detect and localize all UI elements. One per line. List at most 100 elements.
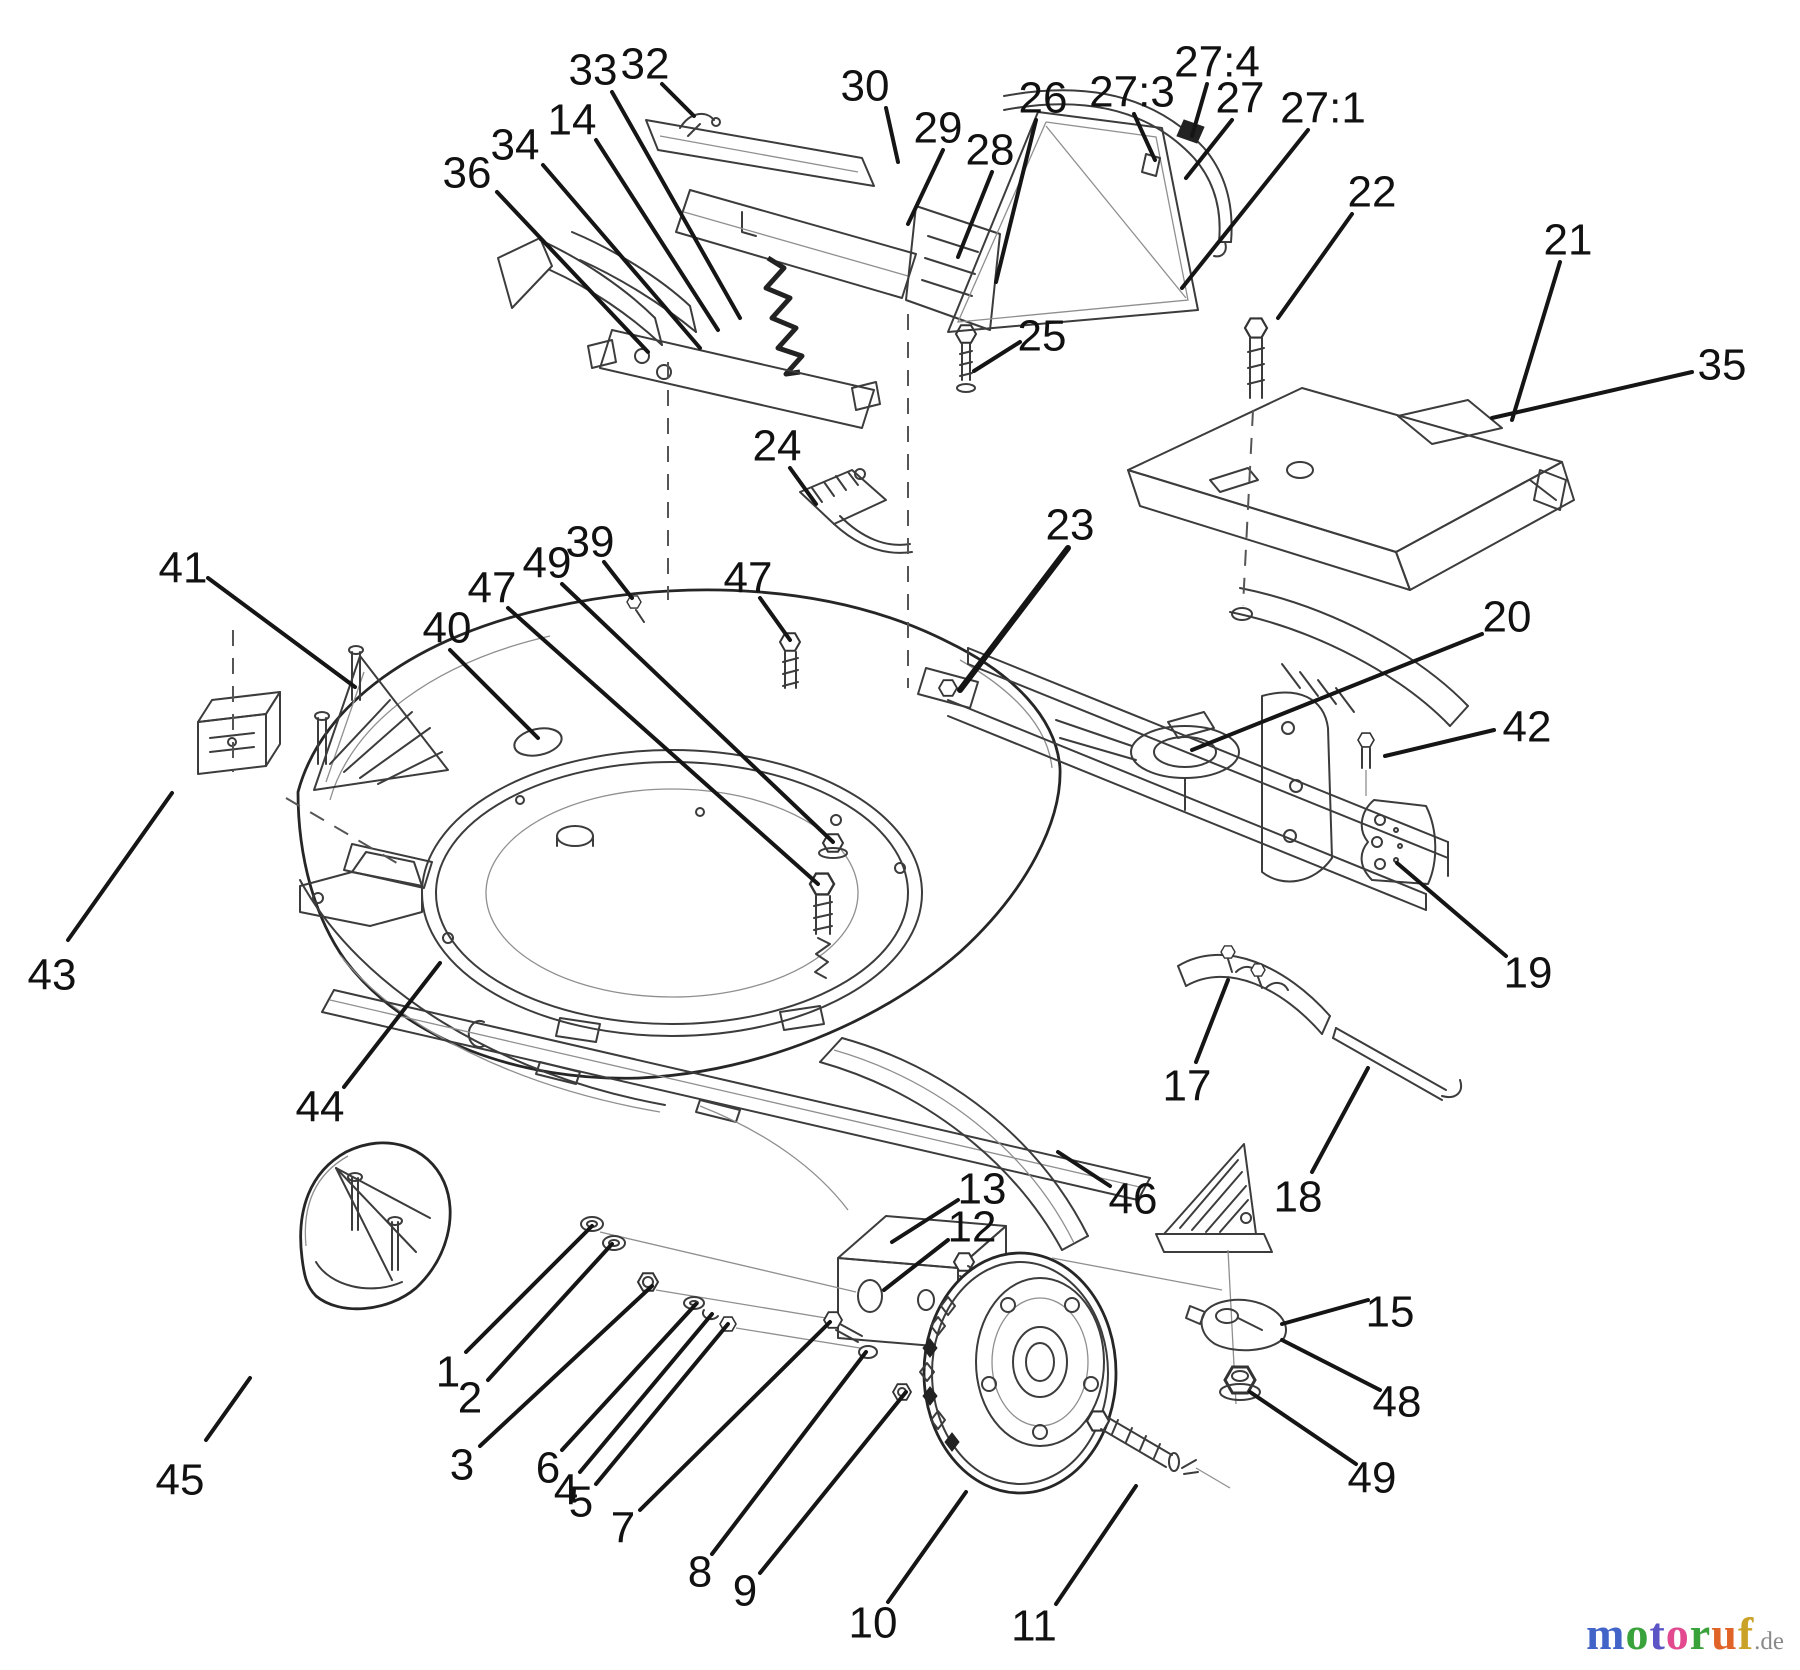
part-label-43: 43 xyxy=(28,951,77,1000)
support-strut xyxy=(1155,1143,1273,1253)
left-parts xyxy=(197,645,449,927)
handle-chute-assembly xyxy=(497,112,1001,623)
rear-frame xyxy=(947,587,1469,911)
leader-line-47-left xyxy=(506,606,820,886)
part-label-28: 28 xyxy=(966,126,1015,175)
motoruf-logo: motoruf.de xyxy=(1586,1607,1784,1660)
rear-cover xyxy=(1127,317,1575,621)
logo-letters: motoruf xyxy=(1586,1608,1754,1659)
part-label-27: 27 xyxy=(1216,74,1265,123)
part-label-27-3: 27:3 xyxy=(1089,68,1175,117)
leader-line-18 xyxy=(1310,1066,1370,1174)
leader-line-24 xyxy=(788,466,818,506)
part-label-27-4: 27:4 xyxy=(1174,38,1260,87)
leader-line-11 xyxy=(1054,1484,1138,1606)
part-label-47-left: 47 xyxy=(468,564,517,613)
side-plate xyxy=(1261,691,1333,883)
cable-clip xyxy=(679,112,721,137)
leader-line-6 xyxy=(560,1302,698,1452)
part-label-20: 20 xyxy=(1483,593,1532,642)
part-label-32: 32 xyxy=(621,40,670,89)
leader-line-15 xyxy=(1280,1298,1370,1326)
blade-ring xyxy=(421,749,923,1037)
part-label-34: 34 xyxy=(491,121,540,170)
handle-clip xyxy=(1141,153,1161,177)
axle-bolt xyxy=(1085,1410,1231,1489)
leader-line-35 xyxy=(1490,370,1694,420)
part-label-33: 33 xyxy=(569,46,618,95)
leader-line-23 xyxy=(957,545,1071,693)
logo-letter-5: u xyxy=(1711,1608,1738,1659)
logo-suffix: .de xyxy=(1754,1628,1784,1655)
leader-line-2 xyxy=(486,1242,614,1382)
part-label-11: 11 xyxy=(1011,1602,1057,1651)
leader-line-34 xyxy=(541,163,702,350)
leader-line-20 xyxy=(1190,632,1484,752)
flange-nut xyxy=(1219,1365,1261,1401)
part-label-27-1: 27:1 xyxy=(1280,84,1366,133)
blade xyxy=(1177,945,1331,1035)
part-label-39: 39 xyxy=(566,518,615,567)
leader-line-8 xyxy=(710,1350,868,1556)
leader-line-30 xyxy=(884,106,900,164)
leader-line-3 xyxy=(478,1284,654,1448)
clamp-bolt-42 xyxy=(1357,732,1375,796)
leader-line-42 xyxy=(1383,728,1496,758)
leader-line-26 xyxy=(994,118,1038,284)
part-label-5: 5 xyxy=(569,1478,593,1527)
leader-line-4 xyxy=(578,1312,714,1474)
part-label-30: 30 xyxy=(841,62,890,111)
part-label-49-bottom: 49 xyxy=(1348,1454,1397,1503)
leader-line-46 xyxy=(1056,1150,1112,1188)
part-label-13: 13 xyxy=(958,1165,1007,1214)
front-skirt xyxy=(299,879,666,1106)
cover-label-area xyxy=(1397,399,1503,445)
part-label-44: 44 xyxy=(296,1083,345,1132)
lower-channel xyxy=(321,989,1151,1201)
logo-letter-3: o xyxy=(1665,1608,1690,1659)
leader-line-14 xyxy=(594,138,720,332)
handle-knob xyxy=(1176,119,1205,144)
part-label-9: 9 xyxy=(733,1567,757,1616)
part-label-12: 12 xyxy=(948,1203,997,1252)
leader-line-41 xyxy=(206,576,357,689)
part-label-6: 6 xyxy=(536,1444,560,1493)
torsion-spring xyxy=(763,255,805,377)
leader-line-32 xyxy=(660,82,696,118)
leader-line-21 xyxy=(1510,260,1562,422)
latch-bracket xyxy=(799,468,913,554)
leader-line-48 xyxy=(1280,1338,1382,1392)
leader-line-29 xyxy=(906,148,945,226)
deck-bolt-47 xyxy=(779,632,801,689)
stiffener-rod xyxy=(1332,1027,1462,1101)
leader-line-10 xyxy=(886,1490,968,1604)
tread-pattern xyxy=(919,1296,960,1452)
leader-line-28 xyxy=(956,170,994,259)
leader-line-49-top xyxy=(560,582,835,844)
leader-line-43 xyxy=(66,791,174,942)
rear-skirt xyxy=(699,1037,1089,1251)
part-label-48: 48 xyxy=(1373,1378,1422,1427)
control-panel xyxy=(675,189,917,299)
logo-letter-1: o xyxy=(1625,1608,1650,1659)
part-label-7: 7 xyxy=(611,1504,635,1553)
leader-line-9 xyxy=(758,1390,908,1575)
leader-line-1 xyxy=(464,1224,594,1354)
rear-band xyxy=(1239,587,1469,707)
leader-line-5 xyxy=(594,1322,730,1486)
mounting-clamp-43 xyxy=(197,691,281,775)
support-bracket-left xyxy=(299,851,423,927)
rear-wheel xyxy=(919,1251,1118,1495)
part-label-14: 14 xyxy=(548,96,597,145)
leader-line-19 xyxy=(1395,861,1508,958)
cover-bolt-22 xyxy=(1243,317,1269,399)
part-label-8: 8 xyxy=(688,1548,712,1597)
part-label-25: 25 xyxy=(1018,312,1067,361)
part-label-35: 35 xyxy=(1698,341,1747,390)
part-label-24: 24 xyxy=(753,422,802,471)
leader-line-25 xyxy=(972,340,1022,373)
leader-line-33 xyxy=(610,90,742,320)
logo-letter-6: f xyxy=(1737,1608,1755,1659)
